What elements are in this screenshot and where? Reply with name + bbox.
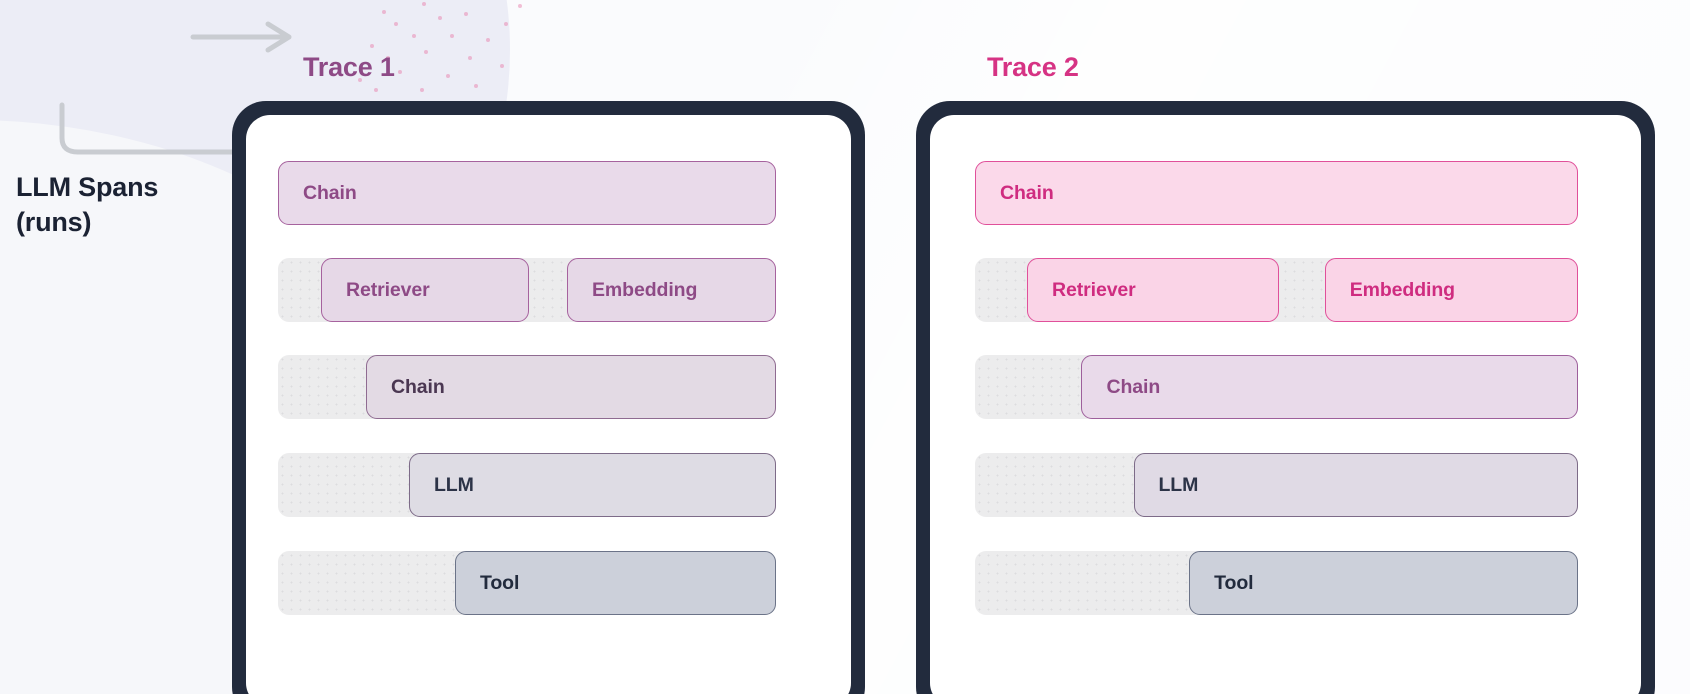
span-row[interactable]: Chain: [278, 161, 776, 225]
span-bar-embedding[interactable]: Embedding: [1324, 258, 1578, 322]
span-row[interactable]: LLM: [975, 453, 1578, 517]
span-bar-label: LLM: [434, 473, 474, 496]
span-bar-label: Retriever: [1052, 278, 1136, 301]
span-bar-label: Retriever: [346, 278, 430, 301]
span-row[interactable]: Tool: [278, 551, 776, 615]
span-row[interactable]: LLM: [278, 453, 776, 517]
span-bar-label: Tool: [1214, 571, 1254, 594]
span-bar-chain[interactable]: Chain: [1081, 355, 1578, 419]
span-bar-label: Chain: [391, 375, 445, 398]
trace-2-title: Trace 2: [987, 52, 1079, 82]
span-bar-llm[interactable]: LLM: [1133, 453, 1578, 517]
span-bar-label: Tool: [480, 571, 520, 594]
span-row[interactable]: Tool: [975, 551, 1578, 615]
span-bar-retriever[interactable]: Retriever: [1027, 258, 1279, 322]
span-row[interactable]: Chain: [975, 161, 1578, 225]
span-bar-label: Chain: [1000, 181, 1054, 204]
span-bar-label: Embedding: [592, 278, 698, 301]
span-row[interactable]: Chain: [278, 355, 776, 419]
span-bar-label: Embedding: [1349, 278, 1455, 301]
span-bar-retriever[interactable]: Retriever: [321, 258, 529, 322]
llm-spans-annotation: LLM Spans (runs): [16, 170, 226, 239]
span-bar-tool[interactable]: Tool: [1189, 551, 1578, 615]
span-bar-chain[interactable]: Chain: [366, 355, 776, 419]
span-bar-label: LLM: [1158, 473, 1199, 496]
span-bar-label: Chain: [303, 181, 357, 204]
span-bar-chain[interactable]: Chain: [278, 161, 776, 225]
span-bar-tool[interactable]: Tool: [455, 551, 776, 615]
span-row[interactable]: Embedding: [278, 258, 776, 322]
trace-1-title: Trace 1: [303, 52, 395, 82]
span-bar-chain[interactable]: Chain: [975, 161, 1578, 225]
span-bar-embedding[interactable]: Embedding: [567, 258, 776, 322]
span-bar-llm[interactable]: LLM: [409, 453, 776, 517]
span-bar-label: Chain: [1106, 375, 1161, 398]
annotation-line-1: LLM Spans: [16, 172, 159, 202]
span-row[interactable]: Chain: [975, 355, 1578, 419]
annotation-line-2: (runs): [16, 206, 92, 237]
span-row[interactable]: Embedding: [975, 258, 1578, 322]
